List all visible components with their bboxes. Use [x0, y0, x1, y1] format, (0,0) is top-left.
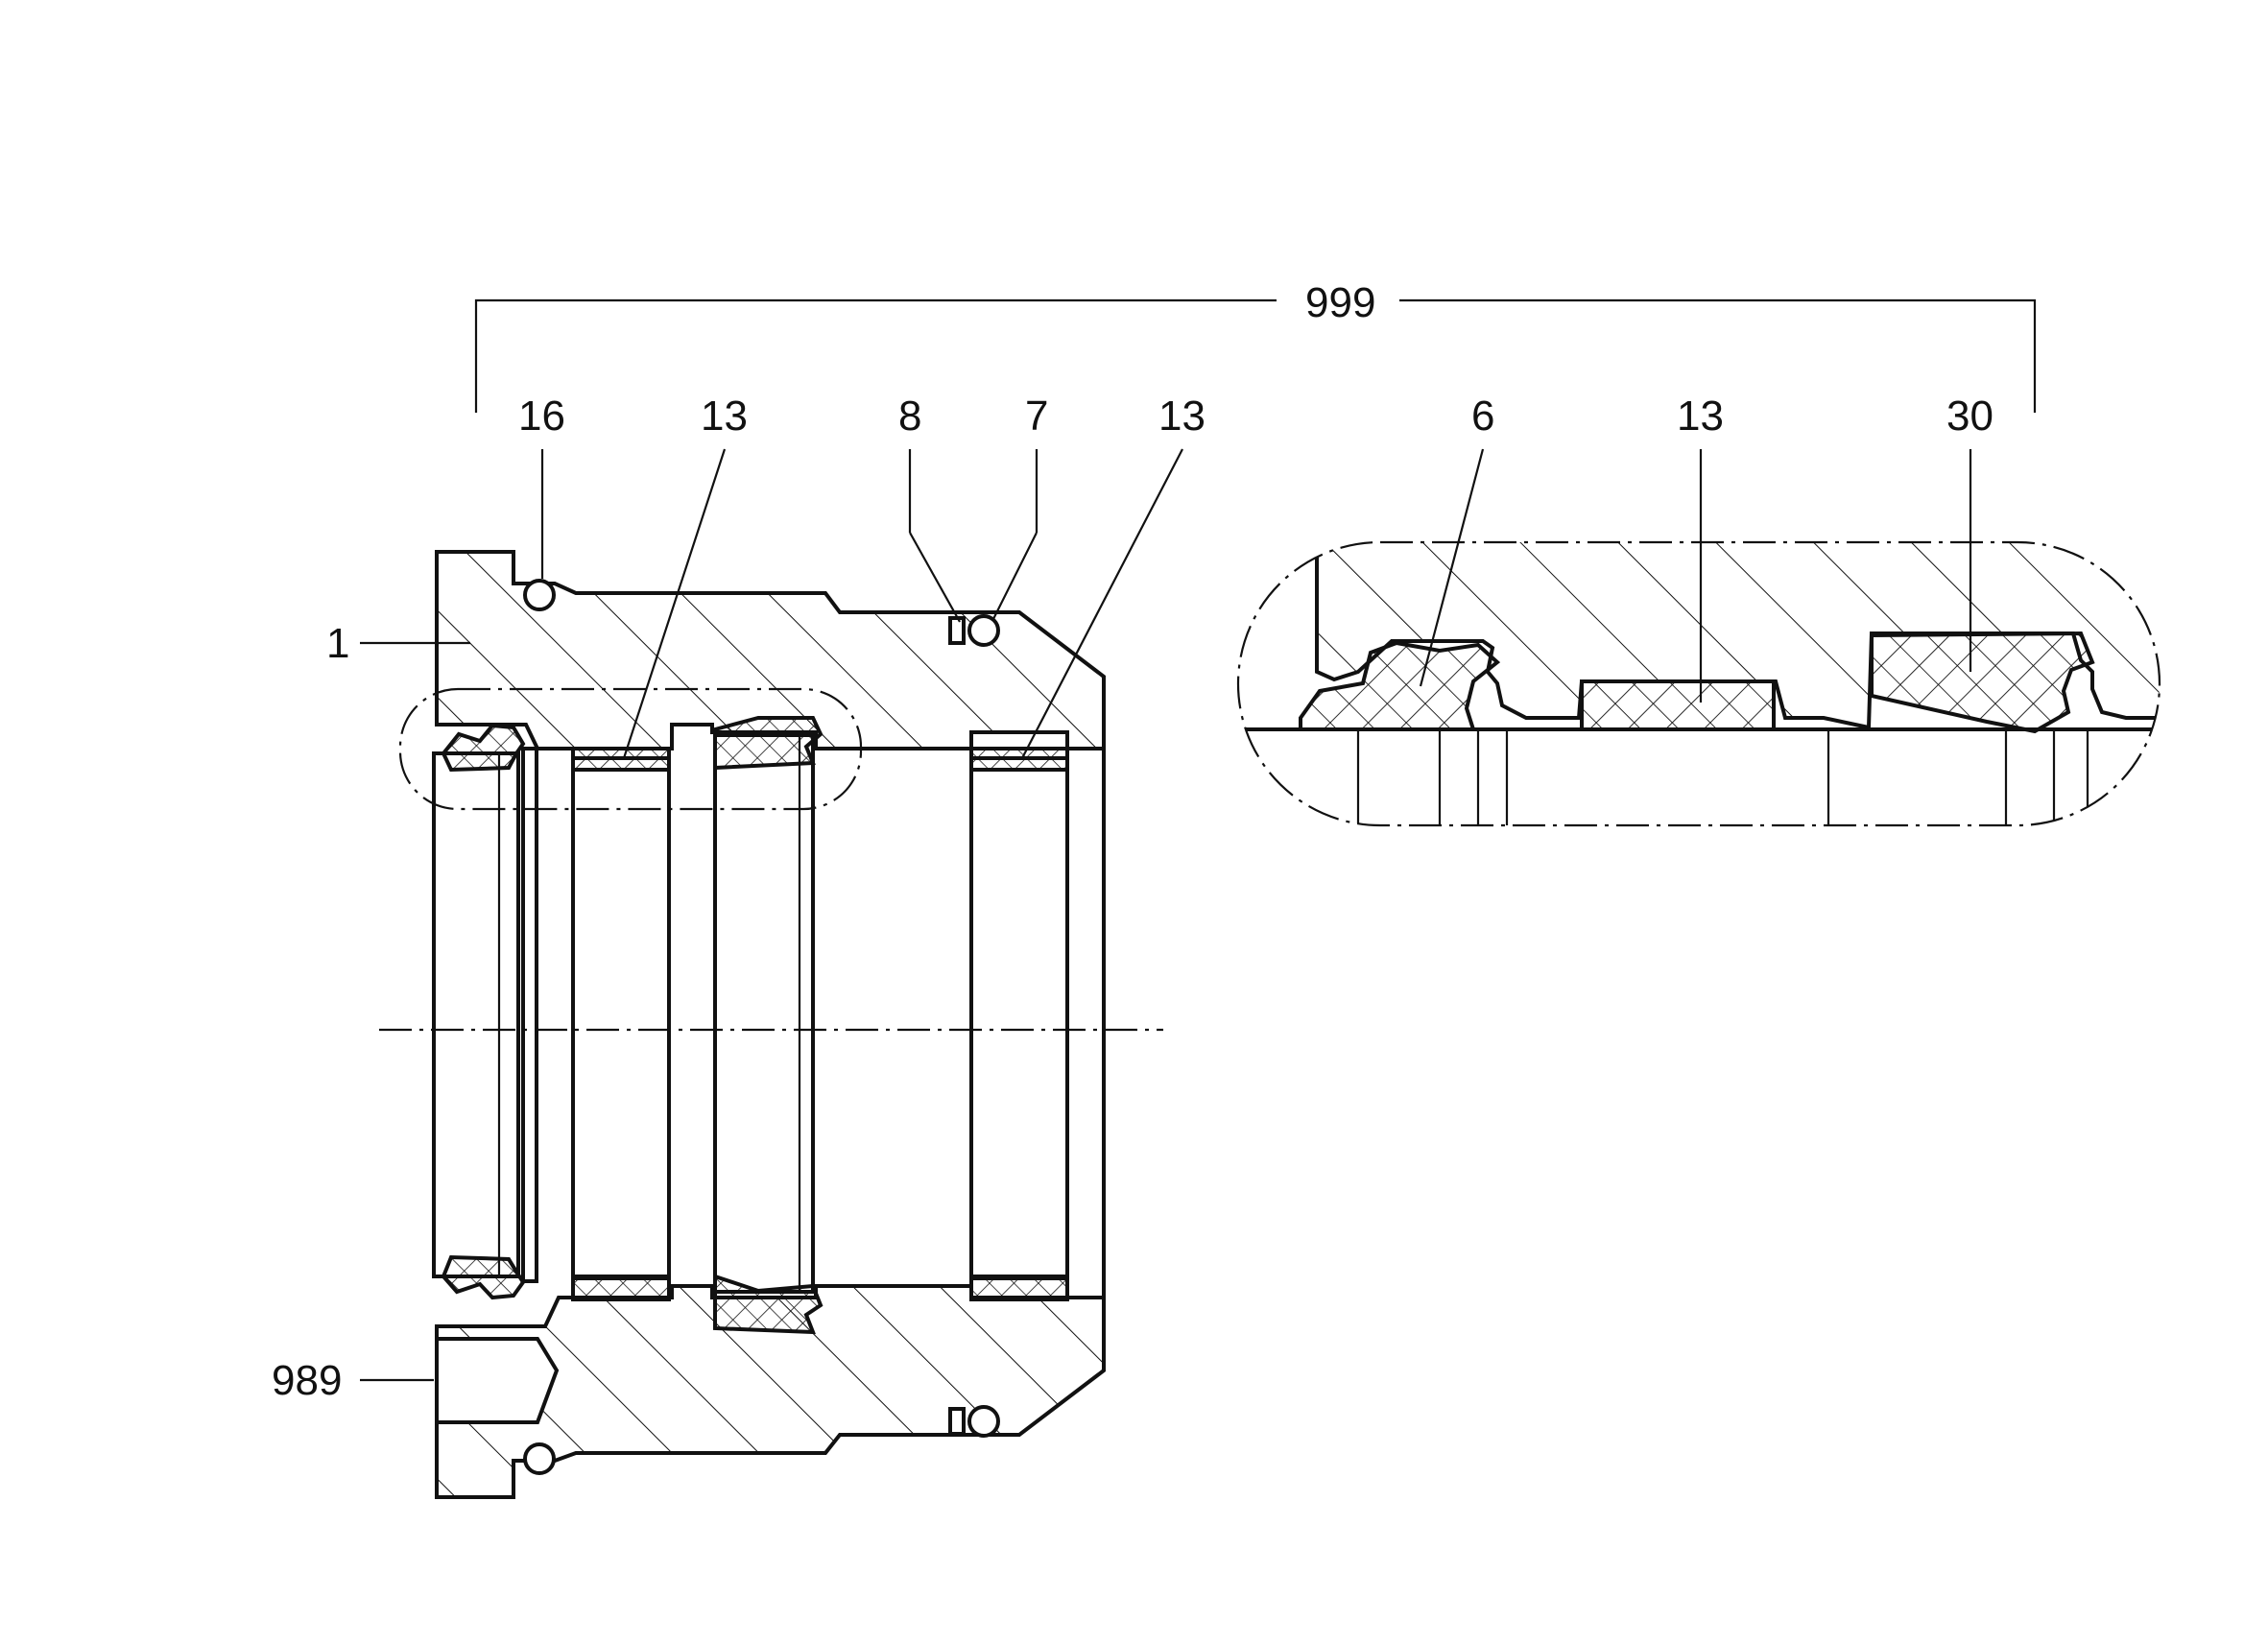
label-backup-7: 7: [1025, 393, 1048, 440]
label-guide-13-detail: 13: [1677, 393, 1724, 440]
label-wiper-30: 30: [1946, 393, 1993, 440]
assembly-bracket: [474, 298, 2037, 413]
detail-view: [1236, 540, 2161, 827]
pin-989: [435, 1337, 560, 1424]
seal-sections: [441, 716, 1069, 1335]
labels: 999 1 16 13 8 7 13 989 6 13 30: [272, 279, 1993, 1404]
detail-indicator: [398, 687, 863, 811]
bore-rings: [432, 733, 1069, 1294]
label-seal-6: 6: [1471, 393, 1494, 440]
label-guide-13-b: 13: [1158, 393, 1206, 440]
leader-lines: [360, 448, 1972, 1382]
label-housing-1: 1: [326, 620, 349, 667]
label-oring-8: 8: [898, 393, 921, 440]
label-assembly-999: 999: [1305, 279, 1375, 326]
label-ring-16: 16: [518, 393, 565, 440]
label-guide-13-a: 13: [701, 393, 748, 440]
label-pin-989: 989: [272, 1357, 342, 1404]
